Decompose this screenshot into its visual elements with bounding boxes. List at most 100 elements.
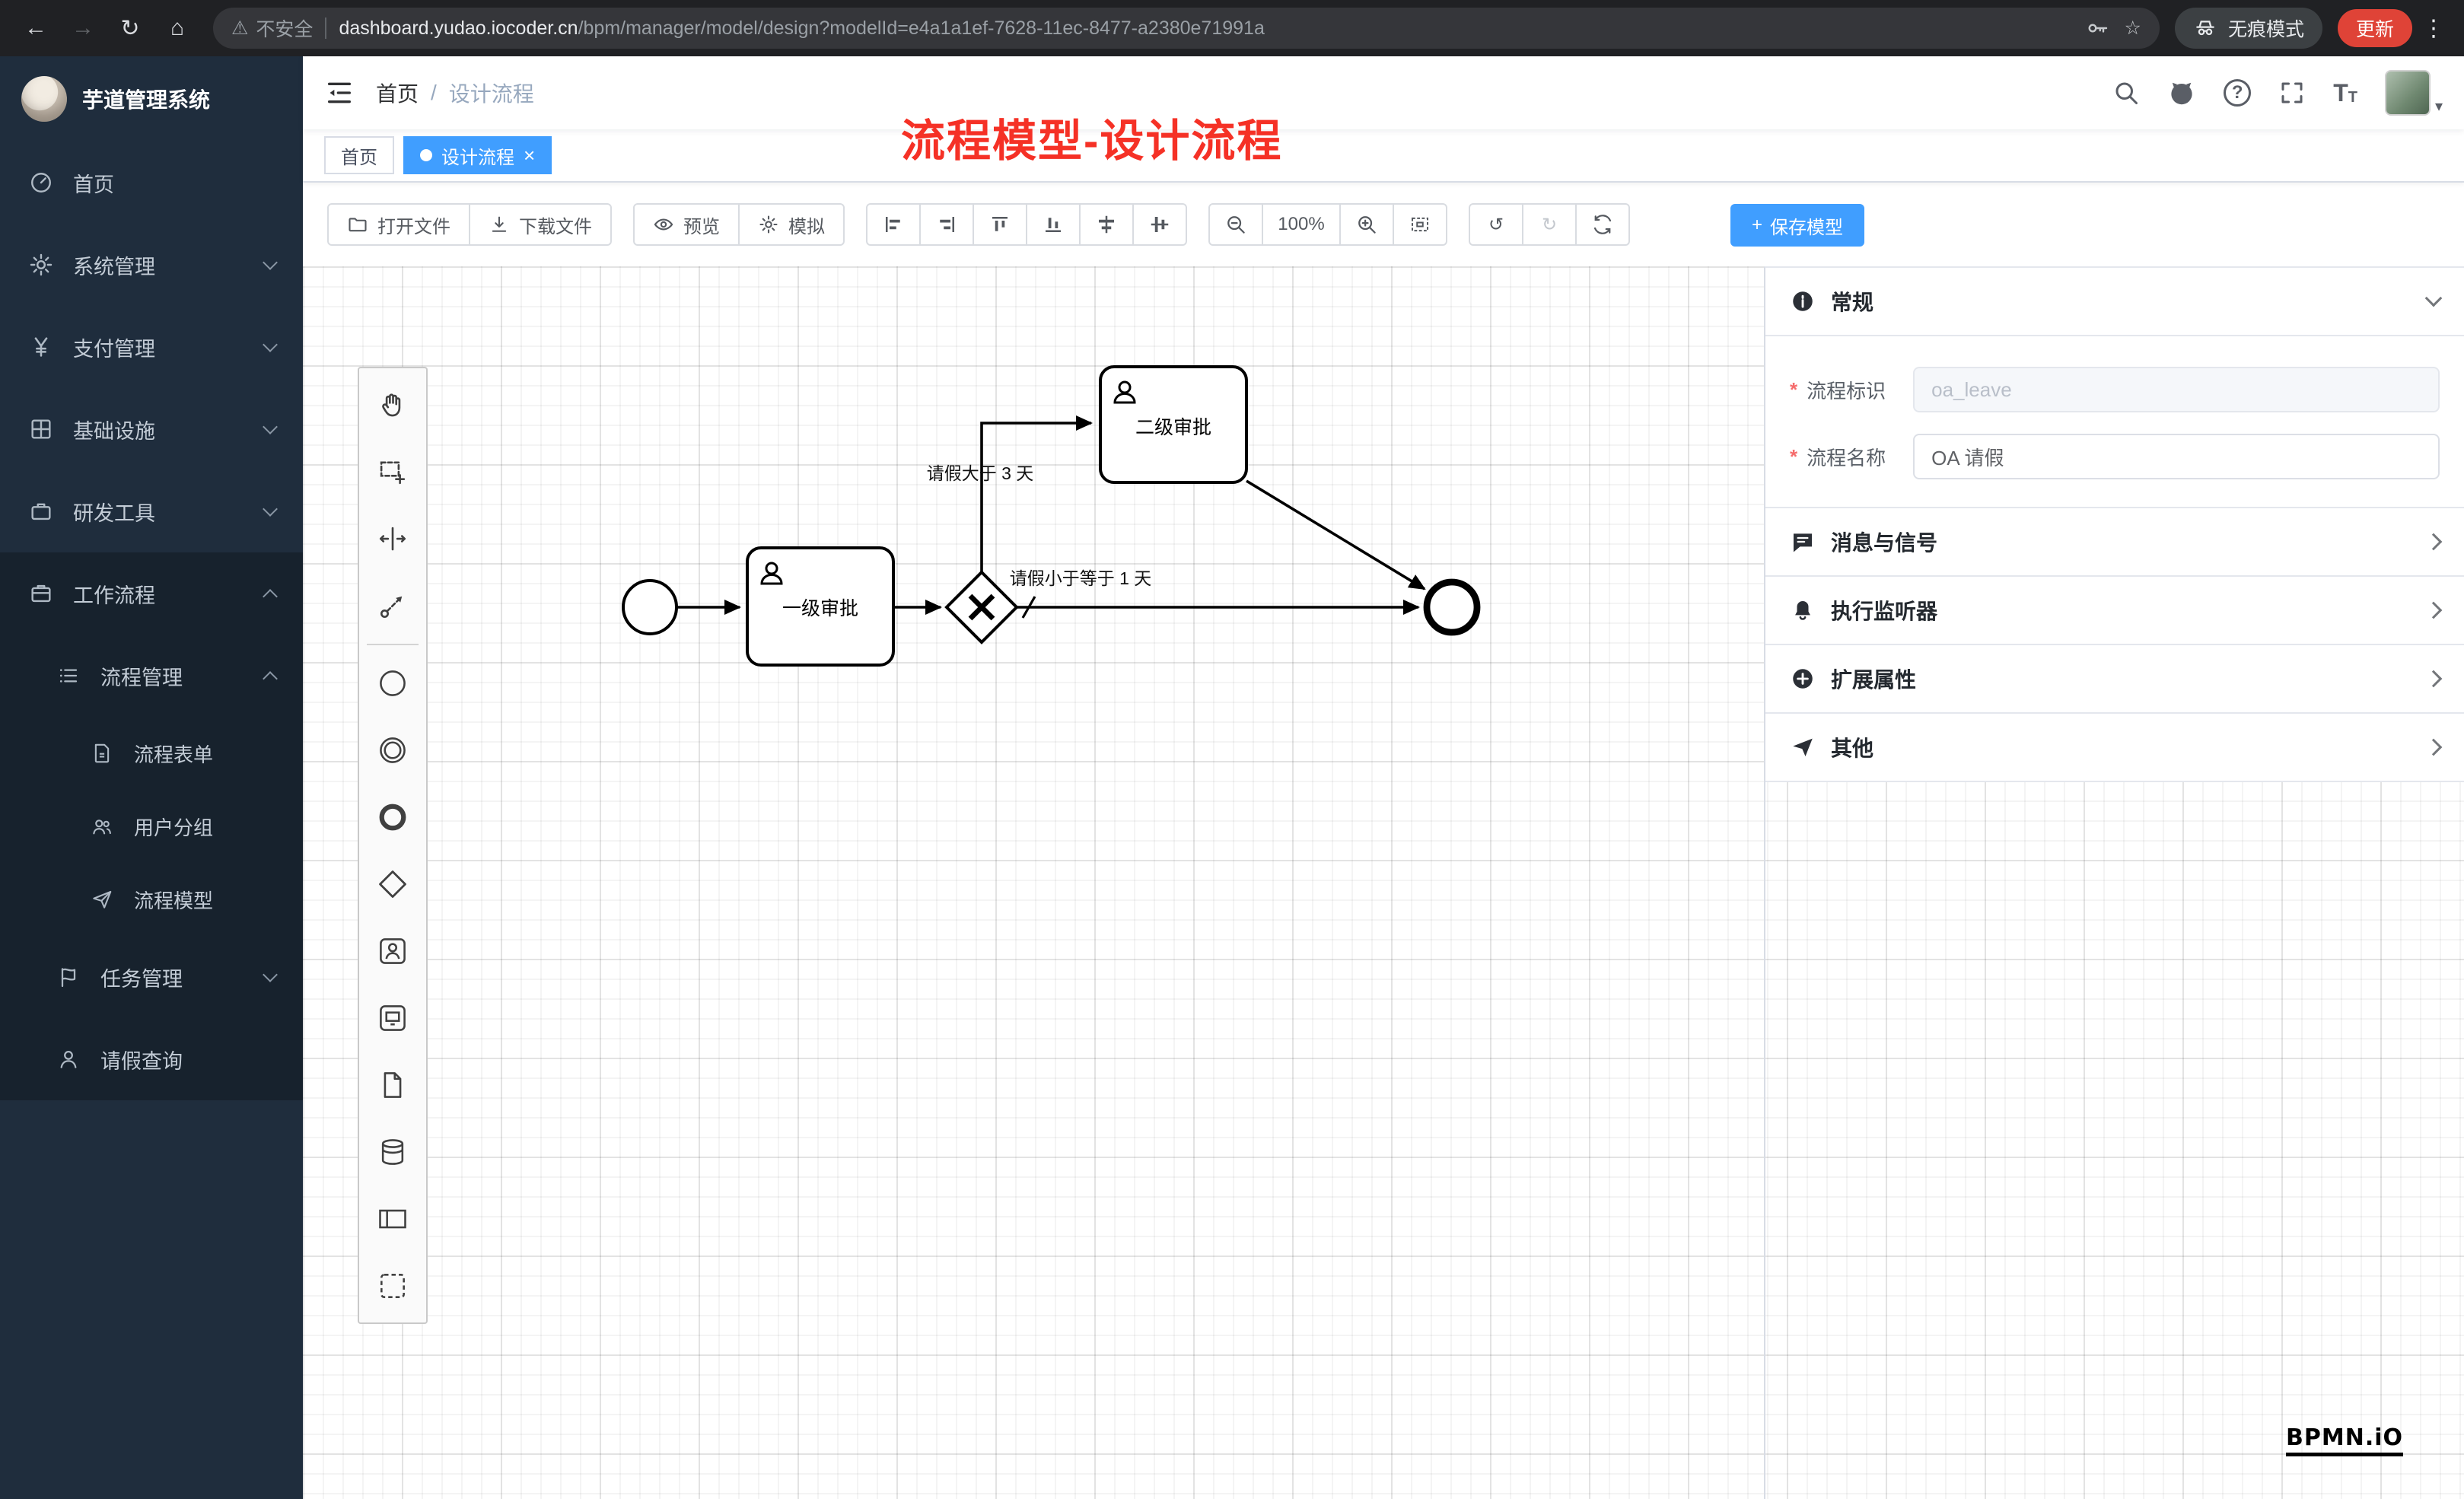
align-bottom-button[interactable] [1026, 203, 1081, 246]
sidebar-item-leave-query[interactable]: 请假查询 [0, 1018, 303, 1100]
global-connect-tool-icon[interactable] [359, 572, 426, 639]
create-group-icon[interactable] [359, 1252, 426, 1319]
sidebar-item-home[interactable]: 首页 [0, 142, 303, 224]
tab-home[interactable]: 首页 [324, 136, 394, 174]
preview-button[interactable]: 预览 [633, 203, 740, 246]
reload-icon[interactable]: ↻ [120, 15, 140, 41]
key-icon[interactable] [2085, 16, 2109, 40]
align-center-horizontal-button[interactable] [1079, 203, 1134, 246]
close-icon[interactable]: × [524, 144, 536, 167]
flow-task2-to-end[interactable] [1246, 479, 1426, 590]
simulate-button[interactable]: 模拟 [738, 203, 845, 246]
align-left-button[interactable] [866, 203, 921, 246]
condition-label-le1[interactable]: 请假小于等于 1 天 [1010, 568, 1152, 588]
create-end-event-icon[interactable] [359, 784, 426, 851]
tab-label: 设计流程 [441, 147, 514, 168]
fullscreen-icon[interactable] [2278, 79, 2306, 107]
zoom-reset-button[interactable] [1393, 203, 1447, 246]
folder-icon [349, 218, 367, 232]
sidebar-item-user-group[interactable]: 用户分组 [0, 790, 303, 863]
sidebar-item-process-form[interactable]: 流程表单 [0, 717, 303, 790]
section-general-header[interactable]: 常规 [1765, 268, 2464, 335]
create-start-event-icon[interactable] [359, 650, 426, 717]
restart-button[interactable] [1575, 203, 1630, 246]
url-text[interactable]: dashboard.yudao.iocoder.cn/bpm/manager/m… [339, 18, 1264, 40]
zoom-in-button[interactable] [1339, 203, 1394, 246]
align-right-button[interactable] [919, 203, 974, 246]
sidebar-item-system[interactable]: 系统管理 [0, 224, 303, 306]
browser-update-button[interactable]: 更新 [2337, 9, 2412, 47]
download-file-button[interactable]: 下载文件 [469, 203, 612, 246]
create-participant-icon[interactable] [359, 1186, 426, 1252]
sidebar-item-workflow[interactable]: 工作流程 [0, 552, 303, 635]
create-data-object-icon[interactable] [359, 1052, 426, 1119]
address-bar[interactable]: ⚠ 不安全 dashboard.yudao.iocoder.cn/bpm/man… [213, 8, 2160, 49]
align-center-vertical-button[interactable] [1132, 203, 1187, 246]
lasso-tool-icon[interactable] [359, 438, 426, 505]
exclusive-gateway[interactable] [944, 570, 1019, 644]
process-name-input[interactable] [1913, 434, 2440, 479]
search-icon[interactable] [2112, 79, 2140, 107]
sidebar-item-payment[interactable]: 支付管理 [0, 306, 303, 388]
palette-separator [367, 644, 419, 645]
process-key-input[interactable] [1913, 367, 2440, 412]
forward-icon[interactable]: → [72, 15, 94, 40]
bpmn-io-watermark[interactable]: BPMN.iO [2286, 1424, 2403, 1456]
section-other-header[interactable]: 其他 [1765, 714, 2464, 781]
avatar[interactable] [2384, 70, 2431, 116]
chevron-down-icon [263, 419, 278, 434]
zoom-out-button[interactable] [1208, 203, 1263, 246]
sidebar-item-devtools[interactable]: 研发工具 [0, 470, 303, 552]
sidebar-item-process-mgmt[interactable]: 流程管理 [0, 635, 303, 717]
create-gateway-icon[interactable] [359, 851, 426, 918]
align-left-icon [886, 217, 900, 232]
space-tool-icon[interactable] [359, 505, 426, 572]
end-event[interactable] [1423, 578, 1481, 636]
create-user-task-icon[interactable] [359, 918, 426, 985]
align-top-button[interactable] [973, 203, 1027, 246]
sidebar-item-process-model[interactable]: 流程模型 [0, 863, 303, 936]
start-event[interactable] [622, 579, 678, 635]
section-listeners-header[interactable]: 执行监听器 [1765, 577, 2464, 644]
address-divider [325, 18, 327, 39]
section-extended-header[interactable]: 扩展属性 [1765, 645, 2464, 712]
sidebar-collapse-icon[interactable] [324, 78, 355, 108]
user-task-level1[interactable]: 一级审批 [746, 546, 895, 667]
open-file-button[interactable]: 打开文件 [327, 203, 470, 246]
create-intermediate-event-icon[interactable] [359, 717, 426, 784]
help-icon[interactable]: ? [2224, 79, 2252, 107]
tab-design-process[interactable]: 设计流程 × [403, 136, 552, 174]
sidebar-item-task-mgmt[interactable]: 任务管理 [0, 936, 303, 1018]
github-icon[interactable] [2167, 78, 2196, 107]
redo-button[interactable]: ↻ [1522, 203, 1577, 246]
section-messages-header[interactable]: 消息与信号 [1765, 508, 2464, 575]
hand-tool-icon[interactable] [359, 371, 426, 438]
back-icon[interactable]: ← [24, 15, 47, 40]
flow-gateway-to-task2[interactable] [980, 415, 1093, 574]
gear-icon [759, 215, 778, 234]
breadcrumb-home[interactable]: 首页 [376, 82, 419, 106]
home-icon[interactable]: ⌂ [170, 15, 185, 40]
bpmn-canvas[interactable]: 请假大于 3 天 请假小于等于 1 天 一级审批 [303, 266, 2464, 1499]
browser-menu-icon[interactable]: ⋮ [2422, 15, 2445, 41]
section-messages-signals: 消息与信号 [1765, 508, 2464, 577]
sidebar-item-label: 研发工具 [73, 501, 155, 525]
bookmark-star-icon[interactable]: ☆ [2124, 18, 2141, 39]
user-menu[interactable]: ▾ [2384, 70, 2443, 116]
undo-button[interactable]: ↺ [1469, 203, 1523, 246]
save-model-button[interactable]: + 保存模型 [1730, 204, 1865, 247]
security-indicator[interactable]: ⚠ 不安全 [231, 14, 313, 42]
send-plane-icon [1790, 734, 1816, 760]
briefcase-icon [27, 498, 55, 524]
task1-label: 一级审批 [782, 598, 858, 619]
zoom-level[interactable]: 100% [1262, 203, 1341, 246]
condition-label-gt3[interactable]: 请假大于 3 天 [927, 463, 1034, 483]
user-task-level2[interactable]: 二级审批 [1099, 365, 1248, 484]
refresh-icon [1593, 215, 1612, 234]
sidebar-item-label: 首页 [73, 173, 114, 196]
sidebar-item-infra[interactable]: 基础设施 [0, 388, 303, 470]
create-data-store-icon[interactable] [359, 1119, 426, 1186]
incognito-badge: 无痕模式 [2174, 8, 2322, 49]
create-service-task-icon[interactable] [359, 985, 426, 1052]
